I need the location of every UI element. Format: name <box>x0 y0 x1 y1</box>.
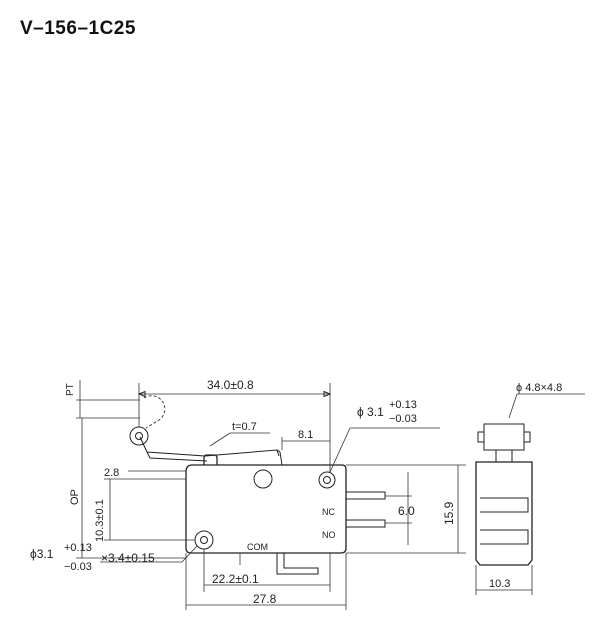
mount-hole-top-outer <box>318 471 336 489</box>
label-22-2: 22.2±0.1 <box>212 572 259 586</box>
terminal-com <box>276 553 319 575</box>
label-hole-bottom-tol-plus: +0.13 <box>64 542 92 554</box>
label-no: NO <box>322 530 336 540</box>
label-pt: PT <box>65 383 76 396</box>
switch-body <box>185 464 347 554</box>
terminal-no <box>346 519 386 528</box>
label-com: COM <box>247 542 268 552</box>
dimension-labels: PT OP 34.0±0.8 t=0.7 8.1 2.8 10.3±0.1 ϕ … <box>30 378 562 606</box>
label-2-8: 2.8 <box>104 467 119 479</box>
mount-hole-mid <box>253 469 273 489</box>
roller-inner <box>135 432 143 440</box>
label-hole-top-tol-plus: +0.13 <box>389 399 417 411</box>
label-op: OP <box>69 489 81 505</box>
mount-hole-bottom-inner <box>200 536 208 544</box>
label-hole-top-tol-minus: −0.03 <box>389 413 417 425</box>
label-8-1: 8.1 <box>298 429 313 441</box>
label-hole-bottom-tol-minus: −0.03 <box>64 561 92 573</box>
plunger <box>203 454 218 465</box>
mount-hole-bottom-outer <box>194 530 214 550</box>
roller-travel-dashed <box>143 395 166 429</box>
lever-arm <box>139 436 283 466</box>
side-roller <box>477 423 531 451</box>
label-nc: NC <box>322 507 335 517</box>
label-hole-top-dia: ϕ 3.1 <box>357 405 384 419</box>
label-hole-bottom-dia: ϕ3.1 <box>30 547 54 561</box>
label-roller-size: ϕ 4.8×4.8 <box>516 382 562 394</box>
dimension-lines <box>76 380 466 610</box>
label-hole-bottom-slot: ×3.4±0.15 <box>101 551 155 565</box>
roller-outer <box>129 426 149 446</box>
label-thickness: t=0.7 <box>232 421 257 433</box>
side-body <box>475 461 533 566</box>
label-side-width: 10.3 <box>489 578 510 590</box>
label-15-9: 15.9 <box>442 501 456 525</box>
terminal-nc <box>346 491 386 500</box>
label-6-0: 6.0 <box>398 504 415 518</box>
side-view <box>475 393 585 595</box>
page-title: V–156–1C25 <box>20 18 136 39</box>
label-10-3: 10.3±0.1 <box>94 499 106 542</box>
label-27-8: 27.8 <box>253 592 277 606</box>
mount-hole-top-inner <box>323 476 331 484</box>
label-overall-length: 34.0±0.8 <box>207 378 254 392</box>
